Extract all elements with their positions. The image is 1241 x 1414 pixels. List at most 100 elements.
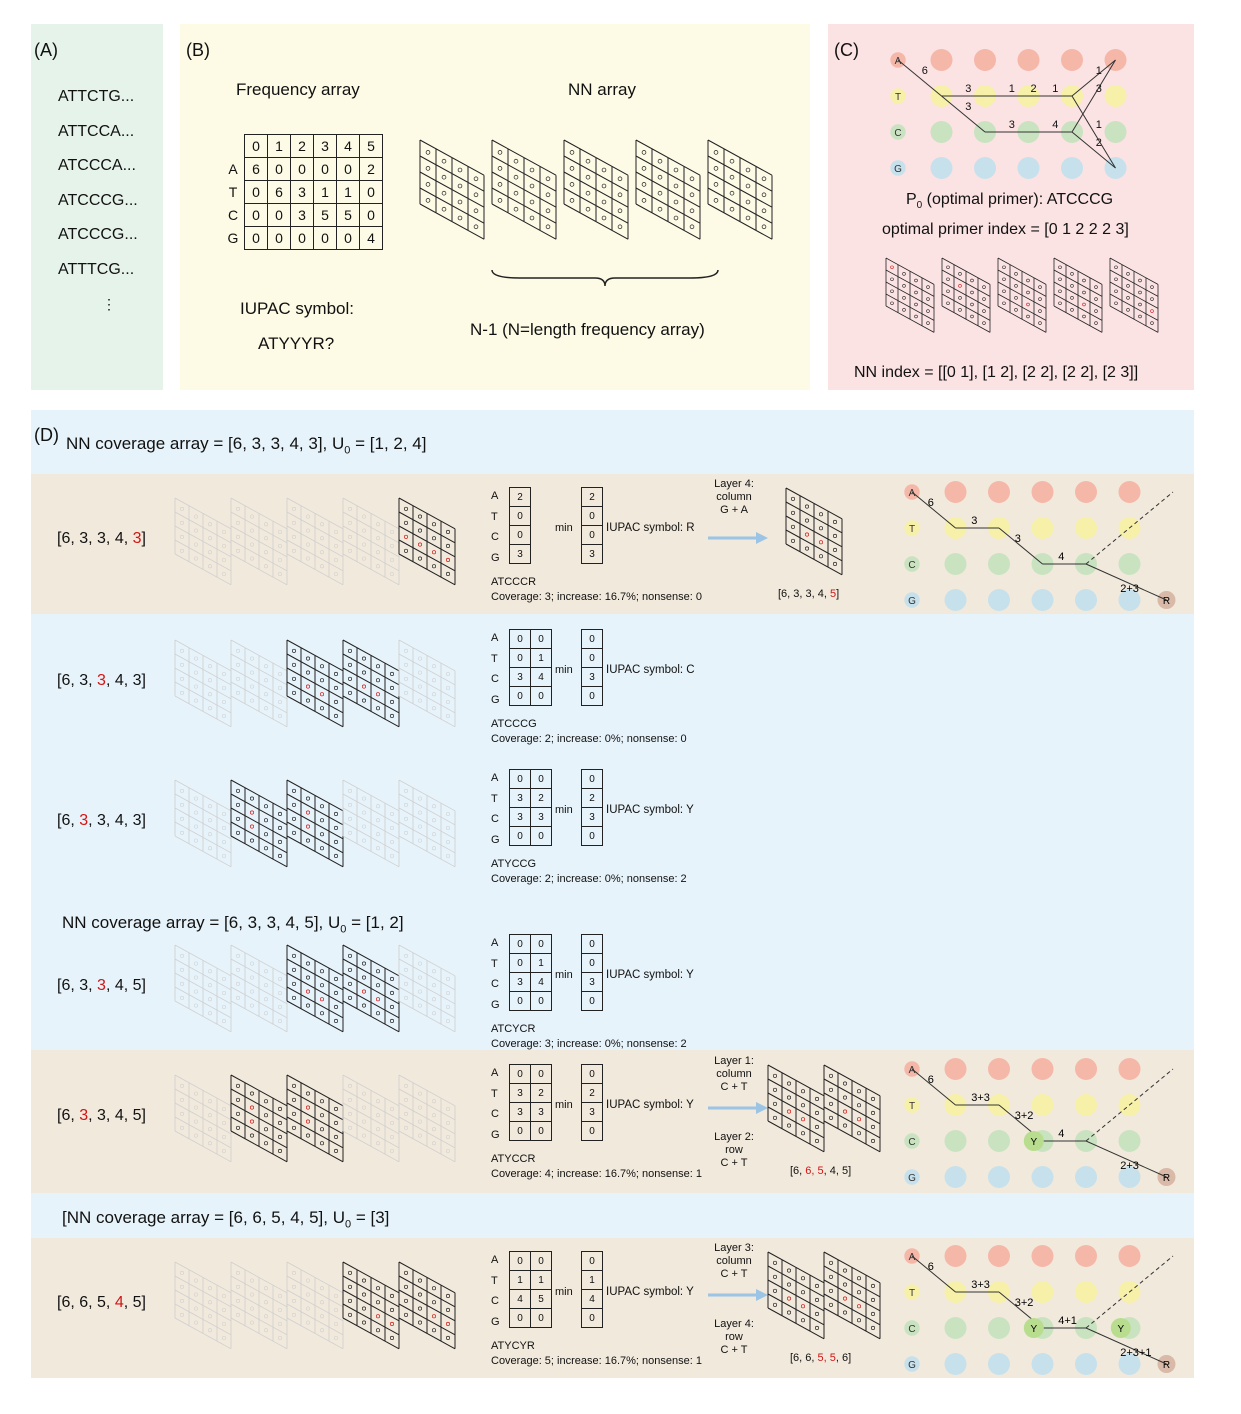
cell-mark [982, 309, 986, 313]
cell-mark [236, 690, 240, 695]
cell-mark [418, 1119, 422, 1124]
nn-layer [230, 1261, 288, 1350]
column-cell: 2 [509, 487, 531, 507]
cell-mark [236, 1298, 240, 1303]
nucleotide-letter: C [491, 673, 499, 685]
cell-mark [348, 830, 352, 835]
cell-mark [194, 698, 198, 703]
cell-mark [180, 1125, 184, 1130]
cell-mark [305, 975, 311, 980]
dashed-edge [1085, 491, 1174, 565]
nucleotide-letter: T [491, 510, 498, 523]
cell-mark [236, 520, 240, 525]
cell-mark [1014, 296, 1018, 300]
cell-mark [1058, 265, 1062, 270]
cell-mark [446, 1134, 450, 1139]
cell-mark [970, 314, 974, 319]
nn-layer [635, 139, 701, 240]
freq-header-cell: 1 [267, 134, 291, 158]
cell-mark [497, 182, 503, 187]
nucleotide-letter: A [491, 1067, 499, 1079]
optimal-primer-index: optimal primer index = [0 1 2 2 2 3] [882, 221, 1129, 238]
cell-mark [432, 969, 436, 974]
graph-node [1031, 589, 1054, 611]
cell-mark [361, 975, 367, 980]
cell-mark [362, 1133, 366, 1138]
cell-mark [970, 290, 974, 295]
graph-node [1061, 49, 1083, 71]
graph-node [1031, 481, 1054, 503]
cell-mark [1070, 284, 1074, 288]
cell-mark [601, 167, 607, 173]
cell-mark [1058, 277, 1062, 282]
edge-label: 6 [922, 65, 928, 77]
cell-mark [306, 556, 310, 561]
path-edge-label: 3+3 [971, 1092, 990, 1104]
cell-mark [418, 838, 422, 843]
cell-mark [361, 698, 367, 703]
min-cell: 0 [581, 1308, 603, 1328]
cell-mark [431, 522, 437, 527]
cell-mark [236, 1284, 240, 1289]
cell-mark [305, 796, 311, 801]
nn-layer [174, 639, 232, 728]
cell-mark [457, 199, 463, 205]
cell-mark [513, 158, 519, 164]
cell-mark [208, 1286, 212, 1291]
cell-mark [404, 788, 408, 793]
node-letter: T [909, 1288, 915, 1299]
cell-mark [513, 190, 519, 196]
cell-mark [772, 1087, 778, 1092]
cell-mark [376, 1141, 380, 1146]
cell-mark [389, 976, 395, 981]
cell-mark [235, 802, 241, 807]
cell-mark [305, 1091, 311, 1096]
cell-mark [222, 685, 226, 690]
freq-cell: 0 [244, 180, 268, 204]
end-node-label: R [1163, 1360, 1170, 1371]
node-letter: C [908, 1137, 915, 1148]
column-cell: 2 [530, 788, 552, 808]
min-cell: 0 [581, 648, 603, 668]
grid-line [286, 835, 344, 868]
cell-mark [418, 1105, 422, 1110]
cell-mark [1094, 321, 1098, 325]
cell-mark [319, 997, 325, 1002]
cell-mark [361, 1278, 367, 1283]
cell-mark [222, 557, 226, 562]
cell-mark [445, 1293, 451, 1298]
cell-mark [432, 846, 436, 851]
cell-mark [277, 1148, 283, 1153]
cell-mark [222, 990, 226, 995]
cell-mark [417, 556, 423, 561]
mid-header-2: [NN coverage array = [6, 6, 5, 4, 5], U0… [62, 1208, 390, 1231]
cell-mark [786, 1095, 792, 1100]
cell-mark [389, 1307, 395, 1312]
cell-mark [291, 995, 297, 1000]
graph-node [944, 1317, 967, 1339]
cell-mark [403, 534, 409, 539]
cell-mark [529, 183, 535, 189]
cell-mark [425, 150, 431, 155]
cell-mark [982, 285, 986, 289]
band-mid-header-2 [31, 1193, 1194, 1238]
graph-node [1118, 1353, 1141, 1375]
cell-mark [745, 215, 751, 221]
cell-mark [818, 526, 824, 531]
cell-mark [418, 810, 422, 815]
cell-mark [264, 1300, 268, 1305]
graph-node [988, 1245, 1010, 1267]
primer-sequence: ATCCCG [491, 718, 537, 730]
cell-mark [432, 1127, 436, 1132]
cell-mark [818, 512, 824, 517]
panel-d-label: (D) [34, 425, 59, 445]
cell-mark [180, 648, 184, 653]
grid-line [1053, 305, 1103, 333]
freq-cell: 6 [244, 157, 268, 181]
cell-mark [418, 698, 422, 703]
